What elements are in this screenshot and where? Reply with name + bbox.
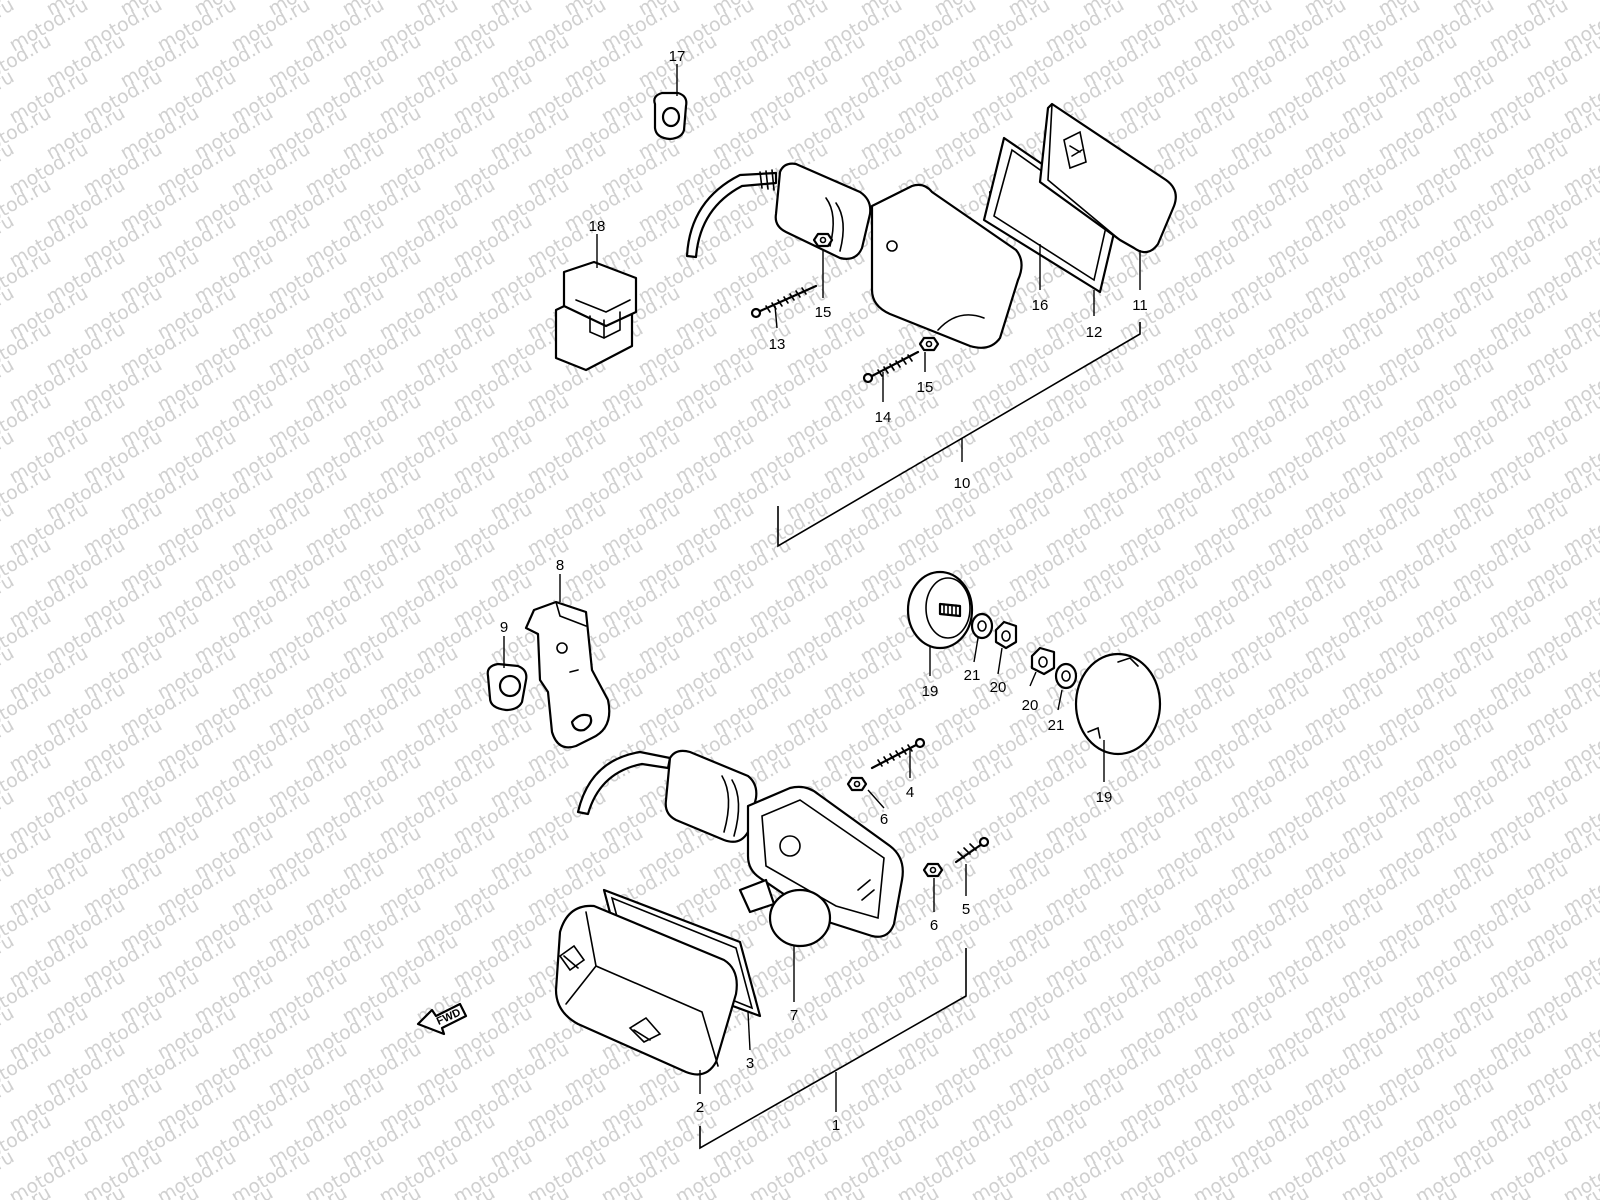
callout-6: 6 bbox=[880, 811, 888, 828]
part-19-reflector bbox=[1074, 652, 1162, 756]
part-8-bracket bbox=[524, 600, 611, 749]
part-15-nut bbox=[812, 232, 834, 248]
part-1-front-turn-signal-assembly bbox=[554, 737, 990, 1076]
part-11-lens bbox=[1038, 102, 1177, 254]
callout-14: 14 bbox=[875, 409, 892, 426]
part-19-reflector-cover bbox=[906, 570, 974, 650]
callout-4: 4 bbox=[906, 784, 914, 801]
callout-12: 12 bbox=[1086, 324, 1103, 341]
part-17-grommet bbox=[653, 91, 688, 141]
part-13-screw bbox=[750, 284, 818, 319]
part-6-nut bbox=[846, 776, 868, 792]
part-18-relay bbox=[554, 260, 638, 372]
callout-21: 21 bbox=[1048, 717, 1065, 734]
callout-15: 15 bbox=[917, 379, 934, 396]
callout-10: 10 bbox=[954, 475, 971, 492]
callout-18: 18 bbox=[589, 218, 606, 235]
part-7-bulb bbox=[738, 878, 832, 948]
part-6-nut bbox=[922, 862, 944, 878]
callout-19: 19 bbox=[1096, 789, 1113, 806]
part-21-washer bbox=[970, 612, 994, 640]
part-4-screw bbox=[870, 737, 926, 770]
callout-9: 9 bbox=[500, 619, 508, 636]
callout-16: 16 bbox=[1032, 297, 1049, 314]
leader-lines bbox=[503, 64, 1141, 1094]
callout-15: 15 bbox=[815, 304, 832, 321]
callout-1: 1 bbox=[832, 1117, 840, 1134]
part-20-nut bbox=[1030, 646, 1056, 676]
assembly-bracket-10 bbox=[777, 322, 1141, 548]
callout-2: 2 bbox=[696, 1099, 704, 1116]
part-10-rear-turn-signal-assembly bbox=[685, 102, 1177, 384]
part-21-washer bbox=[1054, 662, 1078, 690]
callout-7: 7 bbox=[790, 1007, 798, 1024]
part-20-nut bbox=[994, 620, 1018, 650]
part-14-screw bbox=[862, 350, 920, 384]
callout-20: 20 bbox=[1022, 697, 1039, 714]
callout-13: 13 bbox=[769, 336, 786, 353]
assembly-bracket-1 bbox=[699, 948, 967, 1150]
part-2-lens bbox=[554, 904, 738, 1076]
callout-20: 20 bbox=[990, 679, 1007, 696]
fwd-direction-arrow: FWD bbox=[416, 1002, 468, 1036]
callout-17: 17 bbox=[669, 48, 686, 65]
callout-11: 11 bbox=[1132, 297, 1148, 314]
callout-19: 19 bbox=[922, 683, 939, 700]
callout-8: 8 bbox=[556, 557, 564, 574]
part-15-nut bbox=[918, 336, 940, 352]
callout-6: 6 bbox=[930, 917, 938, 934]
part-5-screw bbox=[954, 836, 990, 864]
callout-3: 3 bbox=[746, 1055, 754, 1072]
part-9-grommet bbox=[486, 662, 528, 712]
callout-5: 5 bbox=[962, 901, 970, 918]
callout-21: 21 bbox=[964, 667, 981, 684]
callout-labels: 17 18 13 15 14 15 16 12 11 10 8 9 19 21 … bbox=[500, 48, 1148, 1134]
